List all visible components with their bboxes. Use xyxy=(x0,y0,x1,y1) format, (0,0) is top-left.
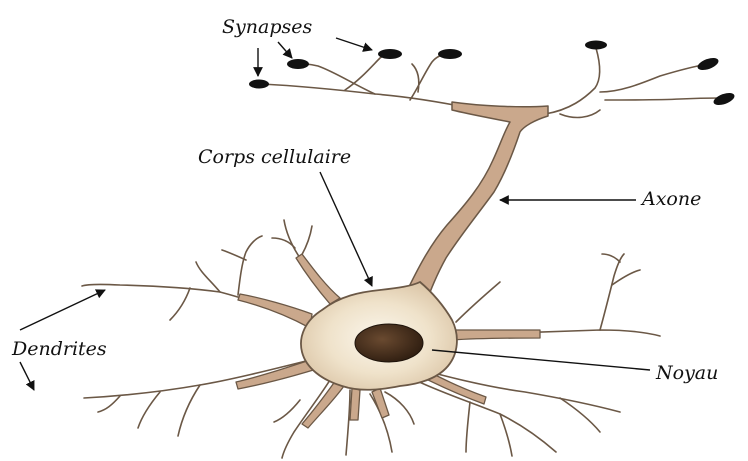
dendrite-pointer xyxy=(20,362,34,390)
cell-body-pointer xyxy=(320,172,372,286)
nucleus-label: Noyau xyxy=(656,364,718,383)
synapse-terminal xyxy=(585,41,607,50)
synapses-label: Synapses xyxy=(222,18,312,37)
synapse-terminal xyxy=(438,49,462,59)
synapse-pointer xyxy=(278,42,292,58)
axon-label: Axone xyxy=(642,190,701,209)
synapse-terminal xyxy=(378,49,402,59)
nucleus xyxy=(355,324,423,362)
synapse-terminal xyxy=(696,56,720,73)
nucleus-pointer xyxy=(432,350,650,370)
synapse-terminal xyxy=(712,91,736,108)
dendrite-pointer xyxy=(20,290,105,330)
dendrites-label: Dendrites xyxy=(12,340,107,359)
synaptic-terminals xyxy=(249,41,736,108)
axon xyxy=(405,102,548,305)
synapse-terminal xyxy=(287,59,309,69)
synapse-pointer xyxy=(336,38,372,50)
cell-body-label: Corps cellulaire xyxy=(198,148,351,167)
synapse-terminal xyxy=(249,80,269,89)
